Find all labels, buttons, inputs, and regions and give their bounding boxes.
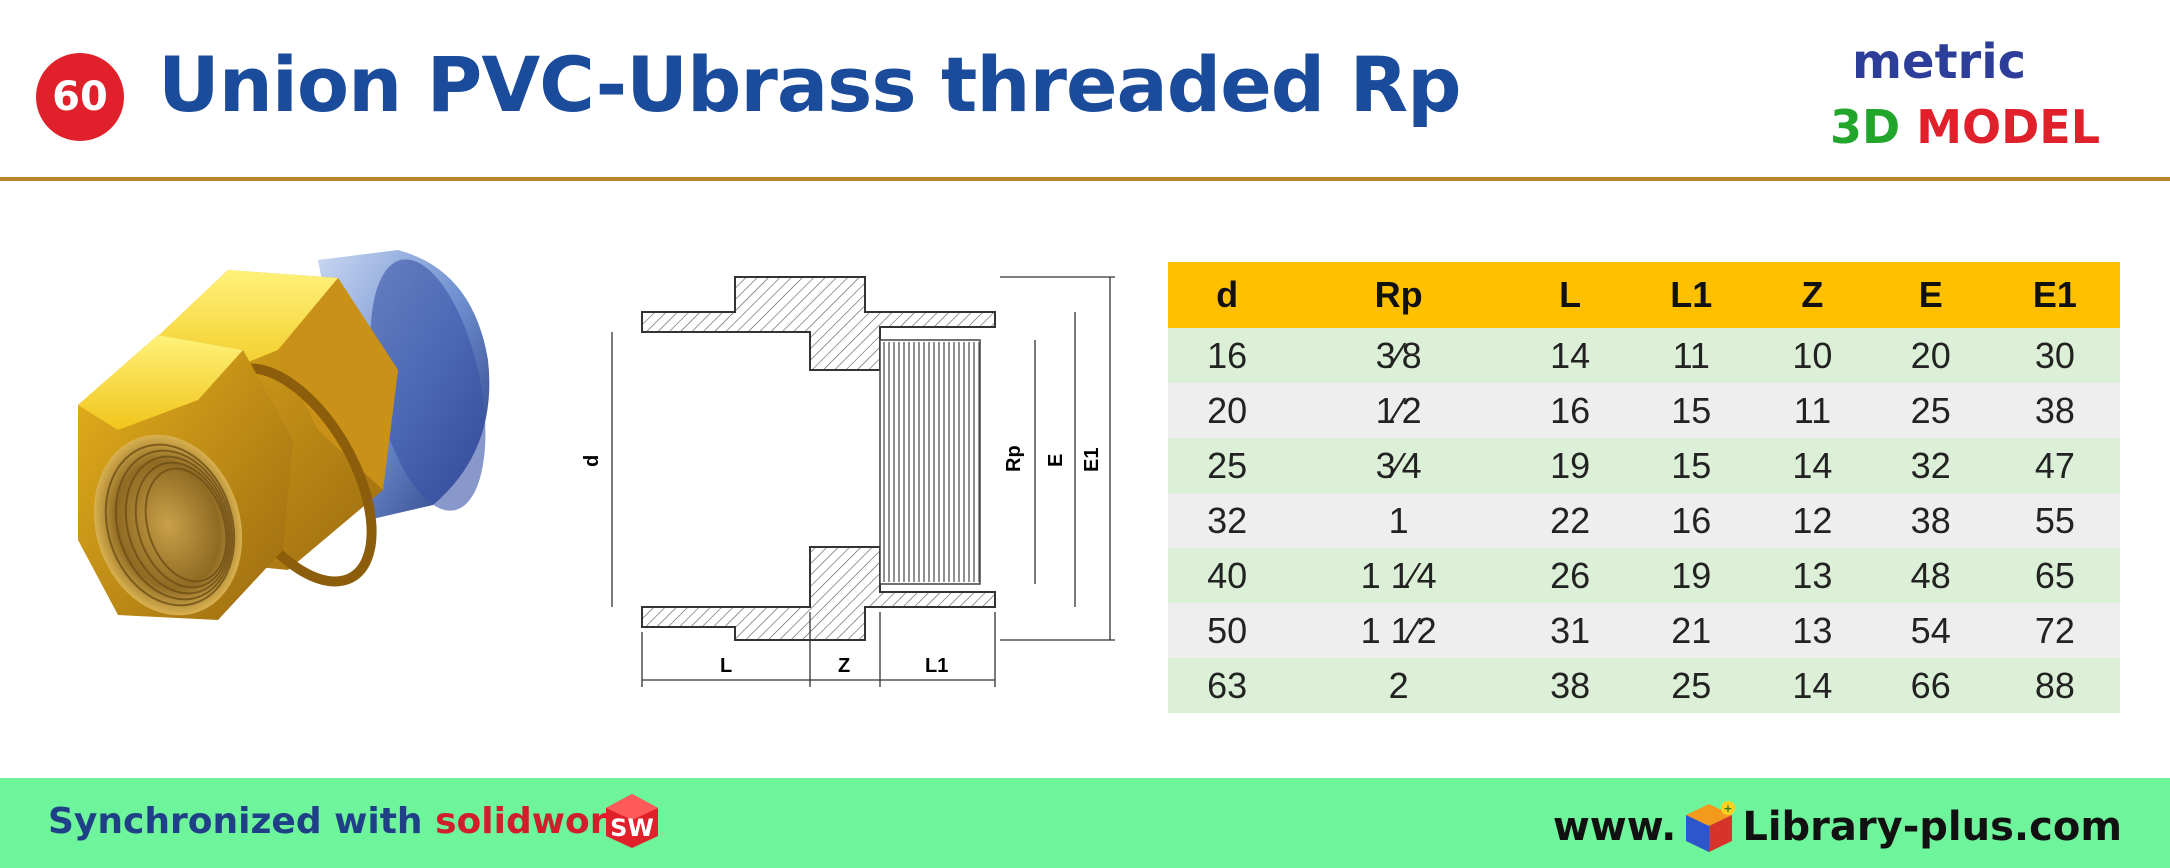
table-row: 16 3⁄8 14 11 10 20 30 [1168, 328, 2120, 383]
table-cell: 20 [1168, 383, 1287, 438]
table-cell: 1 1⁄4 [1286, 548, 1511, 603]
table-cell: 20 [1871, 328, 1990, 383]
dim-label-e: E [1045, 454, 1067, 467]
table-cell: 65 [1989, 548, 2120, 603]
3d-model-label-part1: 3D [1830, 100, 1901, 154]
website-link[interactable]: www. + Library-plus.com [1553, 798, 2122, 856]
table-cell: 16 [1168, 328, 1287, 383]
table-cell: 14 [1753, 438, 1872, 493]
table-cell: 11 [1629, 328, 1754, 383]
table-cell: 48 [1871, 548, 1990, 603]
table-cell: 21 [1629, 603, 1754, 658]
website-prefix: www. [1552, 804, 1677, 850]
table-cell: 72 [1989, 603, 2120, 658]
table-cell: 19 [1629, 548, 1754, 603]
column-header: L [1510, 262, 1630, 328]
footer: Synchronized with solidworks SW www. + L… [0, 778, 2170, 868]
table-cell: 31 [1510, 603, 1630, 658]
table-cell: 50 [1168, 603, 1287, 658]
table-cell: 38 [1871, 493, 1990, 548]
column-header: E1 [1989, 262, 2120, 328]
header: 60 Union PVC-Ubrass threaded Rp metric 3… [0, 0, 2170, 178]
table-row: 25 3⁄4 19 15 14 32 47 [1168, 438, 2120, 493]
metric-label: metric [1852, 34, 2027, 90]
table-cell: 38 [1510, 658, 1630, 713]
table-cell: 16 [1629, 493, 1754, 548]
table-cell: 32 [1871, 438, 1990, 493]
dim-label-d: d [581, 455, 603, 467]
table-cell: 47 [1989, 438, 2120, 493]
table-row: 50 1 1⁄2 31 21 13 54 72 [1168, 603, 2120, 658]
table-cell: 3⁄8 [1286, 328, 1511, 383]
table-row: 32 1 22 16 12 38 55 [1168, 493, 2120, 548]
table-cell: 15 [1629, 438, 1754, 493]
solidworks-logo-icon: SW [606, 794, 658, 848]
table-cell: 54 [1871, 603, 1990, 658]
website-domain: Library-plus.com [1742, 804, 2122, 850]
dimensions-table: d Rp L L1 Z E E1 16 3⁄8 14 11 10 20 30 2… [1168, 262, 2120, 713]
library-cube-icon: + [1686, 801, 1736, 852]
table-cell: 14 [1753, 658, 1872, 713]
table-cell: 22 [1510, 493, 1630, 548]
table-cell: 1 1⁄2 [1286, 603, 1511, 658]
table-cell: 1⁄2 [1286, 383, 1511, 438]
table-cell: 63 [1168, 658, 1287, 713]
header-divider [0, 177, 2170, 181]
table-cell: 25 [1168, 438, 1287, 493]
table-cell: 1 [1286, 493, 1511, 548]
table-cell: 12 [1753, 493, 1872, 548]
table-cell: 88 [1989, 658, 2120, 713]
sync-tagline: Synchronized with solidworks [48, 801, 653, 842]
table-cell: 13 [1753, 548, 1872, 603]
table-cell: 38 [1989, 383, 2120, 438]
dim-label-l1: L1 [925, 655, 948, 677]
column-header: Rp [1286, 262, 1511, 328]
column-header: E [1871, 262, 1990, 328]
union-fitting-render [78, 250, 490, 620]
table-cell: 2 [1286, 658, 1511, 713]
table-cell: 66 [1871, 658, 1990, 713]
thread-lines [883, 342, 980, 582]
dim-label-z: Z [838, 655, 850, 677]
dim-label-l: L [720, 655, 732, 677]
table-cell: 16 [1510, 383, 1630, 438]
dim-label-e1: E1 [1081, 448, 1103, 472]
table-row: 20 1⁄2 16 15 11 25 38 [1168, 383, 2120, 438]
svg-text:+: + [1724, 802, 1733, 815]
page-title: Union PVC-Ubrass threaded Rp [158, 40, 1462, 129]
table-cell: 30 [1989, 328, 2120, 383]
item-number-badge: 60 [36, 53, 124, 141]
table-cell: 55 [1989, 493, 2120, 548]
table-cell: 25 [1629, 658, 1754, 713]
column-header: d [1168, 262, 1287, 328]
table-cell: 32 [1168, 493, 1287, 548]
column-header: L1 [1629, 262, 1754, 328]
table-row: 63 2 38 25 14 66 88 [1168, 658, 2120, 713]
table-cell: 26 [1510, 548, 1630, 603]
3d-model-label: 3D MODEL [1830, 100, 2100, 154]
cross-section-drawing: d Rp E E1 L Z L1 [581, 276, 1115, 687]
table-cell: 15 [1629, 383, 1754, 438]
sync-text: Synchronized with [48, 801, 423, 842]
3d-model-label-part2: MODEL [1916, 100, 2101, 154]
table-cell: 13 [1753, 603, 1872, 658]
table-header-row: d Rp L L1 Z E E1 [1168, 262, 2120, 328]
table-row: 40 1 1⁄4 26 19 13 48 65 [1168, 548, 2120, 603]
table-cell: 11 [1753, 383, 1872, 438]
table-cell: 14 [1510, 328, 1630, 383]
table-cell: 40 [1168, 548, 1287, 603]
column-header: Z [1753, 262, 1872, 328]
solidworks-logo-text: SW [610, 814, 654, 842]
table-cell: 19 [1510, 438, 1630, 493]
table-cell: 10 [1753, 328, 1872, 383]
dim-label-rp: Rp [1003, 445, 1025, 472]
table-cell: 25 [1871, 383, 1990, 438]
table-cell: 3⁄4 [1286, 438, 1511, 493]
